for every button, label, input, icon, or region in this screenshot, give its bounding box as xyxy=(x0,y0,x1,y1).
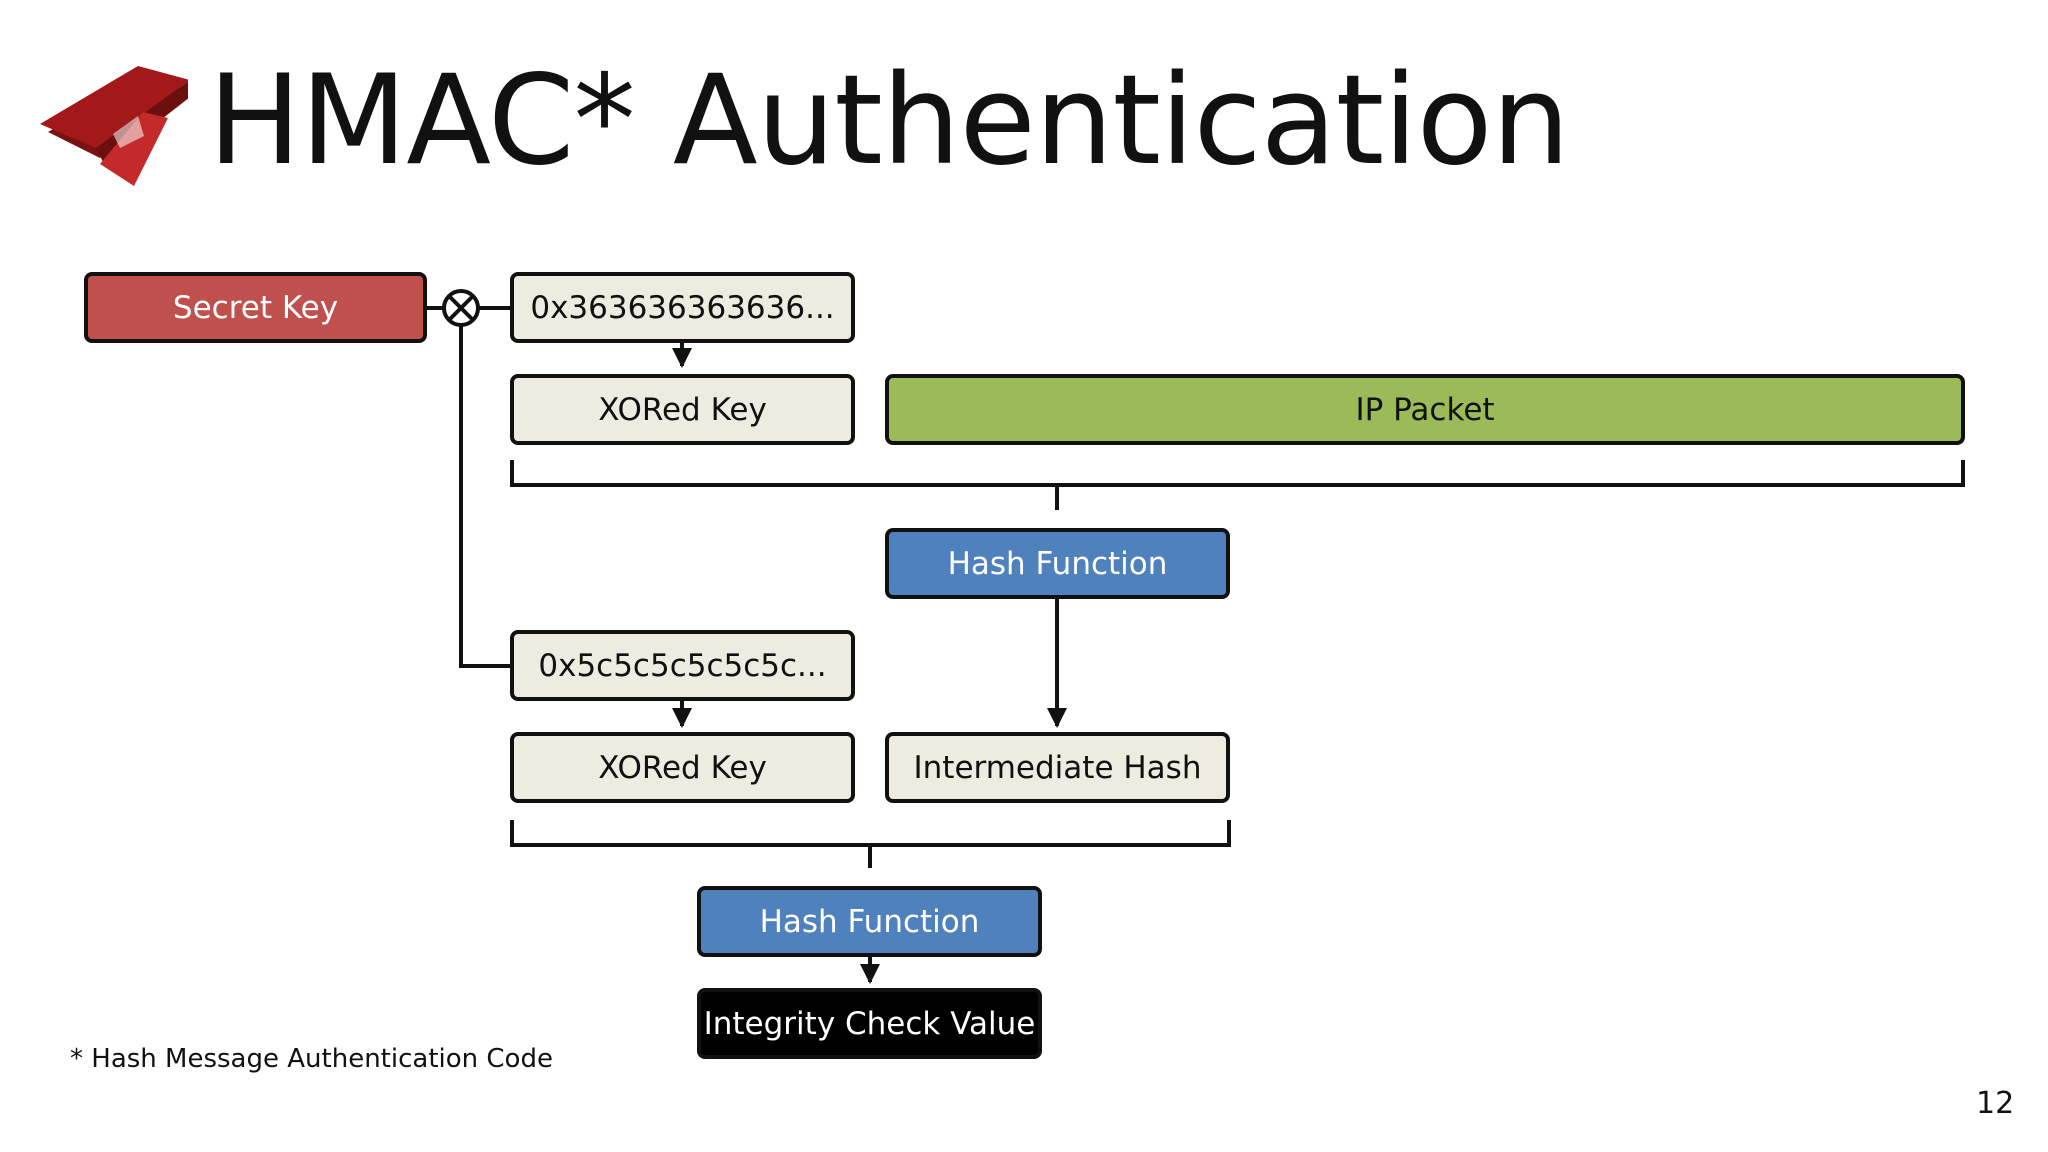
inner-xored-key-box: XORed Key xyxy=(510,374,855,445)
outer-xored-key-box: XORed Key xyxy=(510,732,855,803)
slide-title: HMAC* Authentication xyxy=(208,49,1570,193)
footnote: * Hash Message Authentication Code xyxy=(70,1044,553,1074)
outer-hash-function-box: Hash Function xyxy=(697,886,1042,957)
page-number: 12 xyxy=(1976,1086,2015,1121)
brace-inner-inputs xyxy=(510,460,1965,510)
brace-outer-inputs xyxy=(510,820,1231,868)
connector-xor-to-opad xyxy=(459,325,512,668)
secret-key-box: Secret Key xyxy=(84,272,427,343)
ip-packet-box: IP Packet xyxy=(885,374,1965,445)
logo-icon xyxy=(40,66,188,186)
ipad-constant-box: 0x363636363636... xyxy=(510,272,855,343)
integrity-check-value-box: Integrity Check Value xyxy=(697,988,1042,1059)
xor-operator-icon xyxy=(442,289,480,327)
inner-hash-function-box: Hash Function xyxy=(885,528,1230,599)
intermediate-hash-box: Intermediate Hash xyxy=(885,732,1230,803)
opad-constant-box: 0x5c5c5c5c5c5c... xyxy=(510,630,855,701)
